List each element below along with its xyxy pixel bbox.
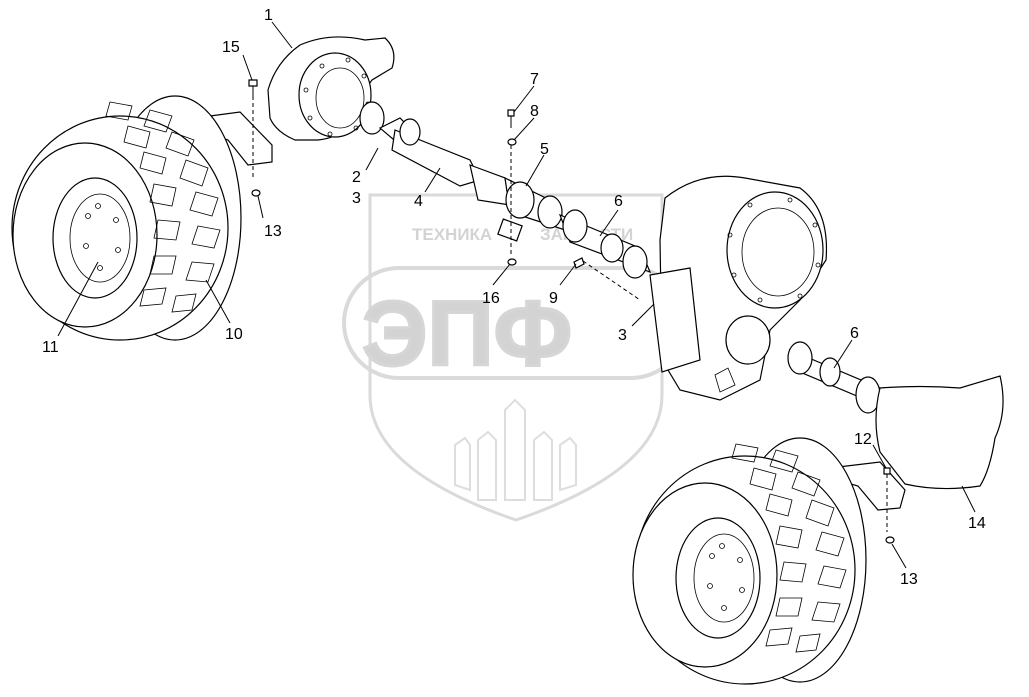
- callout-3-upper: 3: [352, 190, 361, 207]
- callout-16: 16: [482, 290, 500, 307]
- callout-10: 10: [225, 326, 243, 343]
- callout-6-lower: 6: [850, 325, 859, 342]
- callout-2: 2: [352, 169, 361, 186]
- callout-7: 7: [530, 71, 539, 88]
- callout-6-upper: 6: [614, 193, 623, 210]
- callout-12: 12: [854, 431, 872, 448]
- callout-14: 14: [968, 515, 986, 532]
- callout-11: 11: [42, 339, 59, 356]
- watermark-big: ЭПФ: [362, 283, 572, 385]
- left-wheel: [11, 95, 242, 341]
- callout-1: 1: [264, 7, 273, 24]
- front-axle-housing: [267, 36, 395, 141]
- propeller-shaft-middle: [558, 209, 652, 279]
- propeller-shaft-front: [378, 117, 566, 242]
- callout-13-left: 13: [264, 223, 282, 240]
- watermark-emblem: [454, 398, 577, 501]
- watermark-shield: [368, 193, 664, 522]
- fasteners: [248, 79, 895, 544]
- propeller-shaft-rear: [787, 341, 892, 414]
- callout-5: 5: [540, 141, 549, 158]
- leader-lines: [57, 21, 976, 569]
- callout-9: 9: [549, 290, 558, 307]
- callout-3-lower: 3: [618, 327, 627, 344]
- callout-13-right: 13: [900, 571, 918, 588]
- callout-labels: 1 2 3 3 4 5 6 6 7 8 9 10 11 12 13 13 14 …: [42, 7, 986, 588]
- watermark-line1: ТЕХНИКА: [412, 225, 492, 244]
- watermark: ТЕХНИКА ЗАПЧАСТИ ЭПФ: [342, 193, 688, 522]
- right-wheel: [632, 437, 867, 685]
- rear-axle-housing: [875, 375, 1004, 490]
- callout-4: 4: [414, 193, 423, 210]
- transfer-gearbox: [649, 175, 828, 401]
- callout-8: 8: [530, 103, 539, 120]
- callout-15: 15: [222, 39, 240, 56]
